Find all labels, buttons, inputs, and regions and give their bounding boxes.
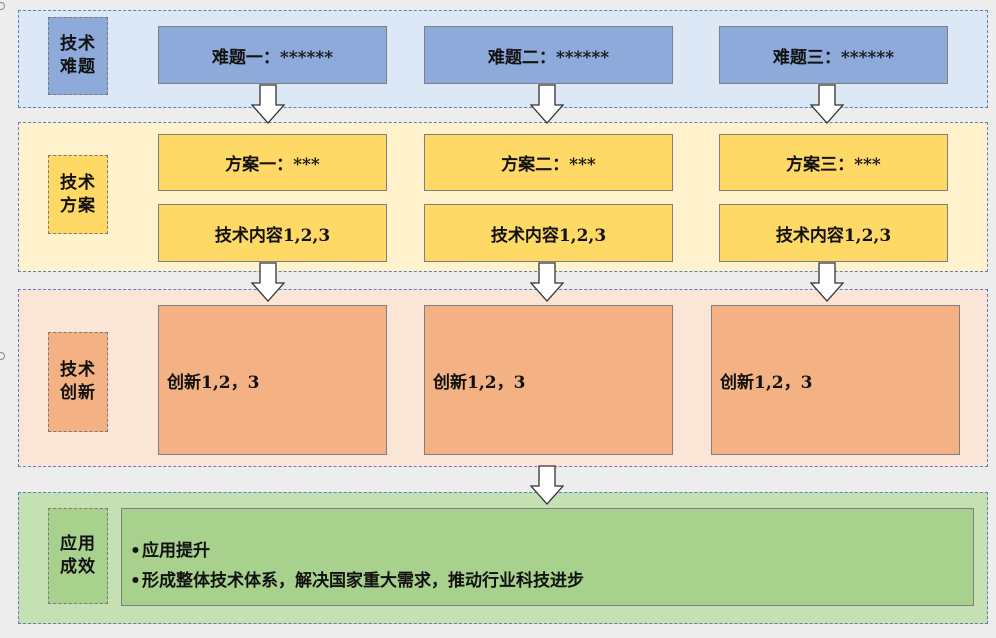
down-arrow-icon (530, 84, 564, 124)
resize-handle[interactable] (0, 2, 5, 10)
results-box: • 应用提升 • 形成整体技术体系，解决国家重大需求，推动行业科技进步 (121, 508, 974, 606)
down-arrow-icon (810, 84, 844, 124)
problem-box-2: 难题二：****** (424, 26, 673, 84)
solutions-row-label: 技术方案 (48, 155, 108, 234)
down-arrow-icon (251, 262, 285, 302)
bullet-icon: • (130, 571, 141, 591)
problems-row-label: 技术难题 (48, 17, 108, 95)
content-box-3: 技术内容1,2,3 (719, 204, 948, 262)
resize-handle[interactable] (0, 352, 5, 360)
innovation-row-label: 技术创新 (48, 332, 108, 432)
down-arrow-icon (810, 262, 844, 302)
problem-box-3: 难题三：****** (719, 26, 948, 84)
content-box-2: 技术内容1,2,3 (424, 204, 673, 262)
plan-box-1: 方案一：*** (158, 134, 387, 191)
down-arrow-icon (530, 262, 564, 302)
innovation-box-1: 创新1,2，3 (158, 305, 387, 455)
result-text-2: 形成整体技术体系，解决国家重大需求，推动行业科技进步 (142, 571, 584, 591)
result-line-2: • 形成整体技术体系，解决国家重大需求，推动行业科技进步 (130, 566, 973, 596)
innovation-box-3: 创新1,2，3 (711, 305, 960, 455)
result-text-1: 应用提升 (142, 541, 210, 561)
plan-box-3: 方案三：*** (719, 134, 948, 191)
result-line-1: • 应用提升 (130, 536, 973, 566)
down-arrow-icon (530, 465, 564, 505)
plan-box-2: 方案二：*** (424, 134, 673, 191)
content-box-1: 技术内容1,2,3 (158, 204, 387, 262)
problem-box-1: 难题一：****** (158, 26, 387, 84)
innovation-box-2: 创新1,2，3 (424, 305, 673, 455)
down-arrow-icon (251, 84, 285, 124)
bullet-icon: • (130, 541, 141, 561)
results-row-label: 应用成效 (48, 508, 108, 604)
